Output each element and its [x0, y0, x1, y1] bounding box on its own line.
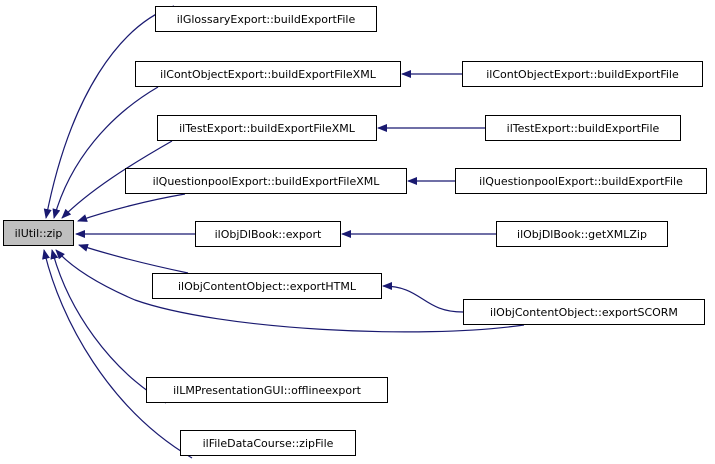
node-ilobjcontentobject-exportscorm[interactable]: ilObjContentObject::exportSCORM	[463, 299, 705, 325]
edge-content_exportscorm-to-root	[55, 249, 525, 333]
edge-glossary_build-to-root	[43, 5, 175, 219]
node-illmpresentationgui-offlineexport[interactable]: ilLMPresentationGUI::offlineexport	[146, 377, 388, 403]
node-ilfiledatacourse-zipfile[interactable]: ilFileDataCourse::zipFile	[180, 430, 356, 456]
node-ilquestionpoolexport-buildexportfilexml[interactable]: ilQuestionpoolExport::buildExportFileXML	[125, 168, 407, 194]
node-iltestexport-buildexportfilexml[interactable]: ilTestExport::buildExportFileXML	[157, 115, 377, 141]
node-ilobjdlbook-getxmlzip[interactable]: ilObjDlBook::getXMLZip	[496, 221, 668, 247]
edge-content_exportscorm-to-content_exporthtml	[382, 282, 464, 313]
edge-qpool_buildxml-to-root	[77, 193, 186, 222]
node-ilobjcontentobject-exporthtml[interactable]: ilObjContentObject::exportHTML	[152, 273, 382, 299]
node-root-ilutil-zip[interactable]: ilUtil::zip	[3, 220, 74, 246]
node-ilquestionpoolexport-buildexportfile[interactable]: ilQuestionpoolExport::buildExportFile	[455, 168, 707, 194]
node-ilobjdlbook-export[interactable]: ilObjDlBook::export	[195, 221, 341, 247]
edge-content_exporthtml-to-root	[78, 243, 189, 274]
node-ilcontobjectexport-buildexportfilexml[interactable]: ilContObjectExport::buildExportFileXML	[135, 61, 401, 87]
node-ilglossaryexport-buildexportfile[interactable]: ilGlossaryExport::buildExportFile	[155, 6, 377, 32]
edge-filedata_zipfile-to-root	[42, 249, 193, 459]
node-iltestexport-buildexportfile[interactable]: ilTestExport::buildExportFile	[485, 115, 681, 141]
edge-test_buildxml-to-root	[61, 140, 173, 219]
edge-contobj_buildxml-to-root	[52, 86, 159, 219]
node-ilcontobjectexport-buildexportfile[interactable]: ilContObjectExport::buildExportFile	[462, 61, 703, 87]
